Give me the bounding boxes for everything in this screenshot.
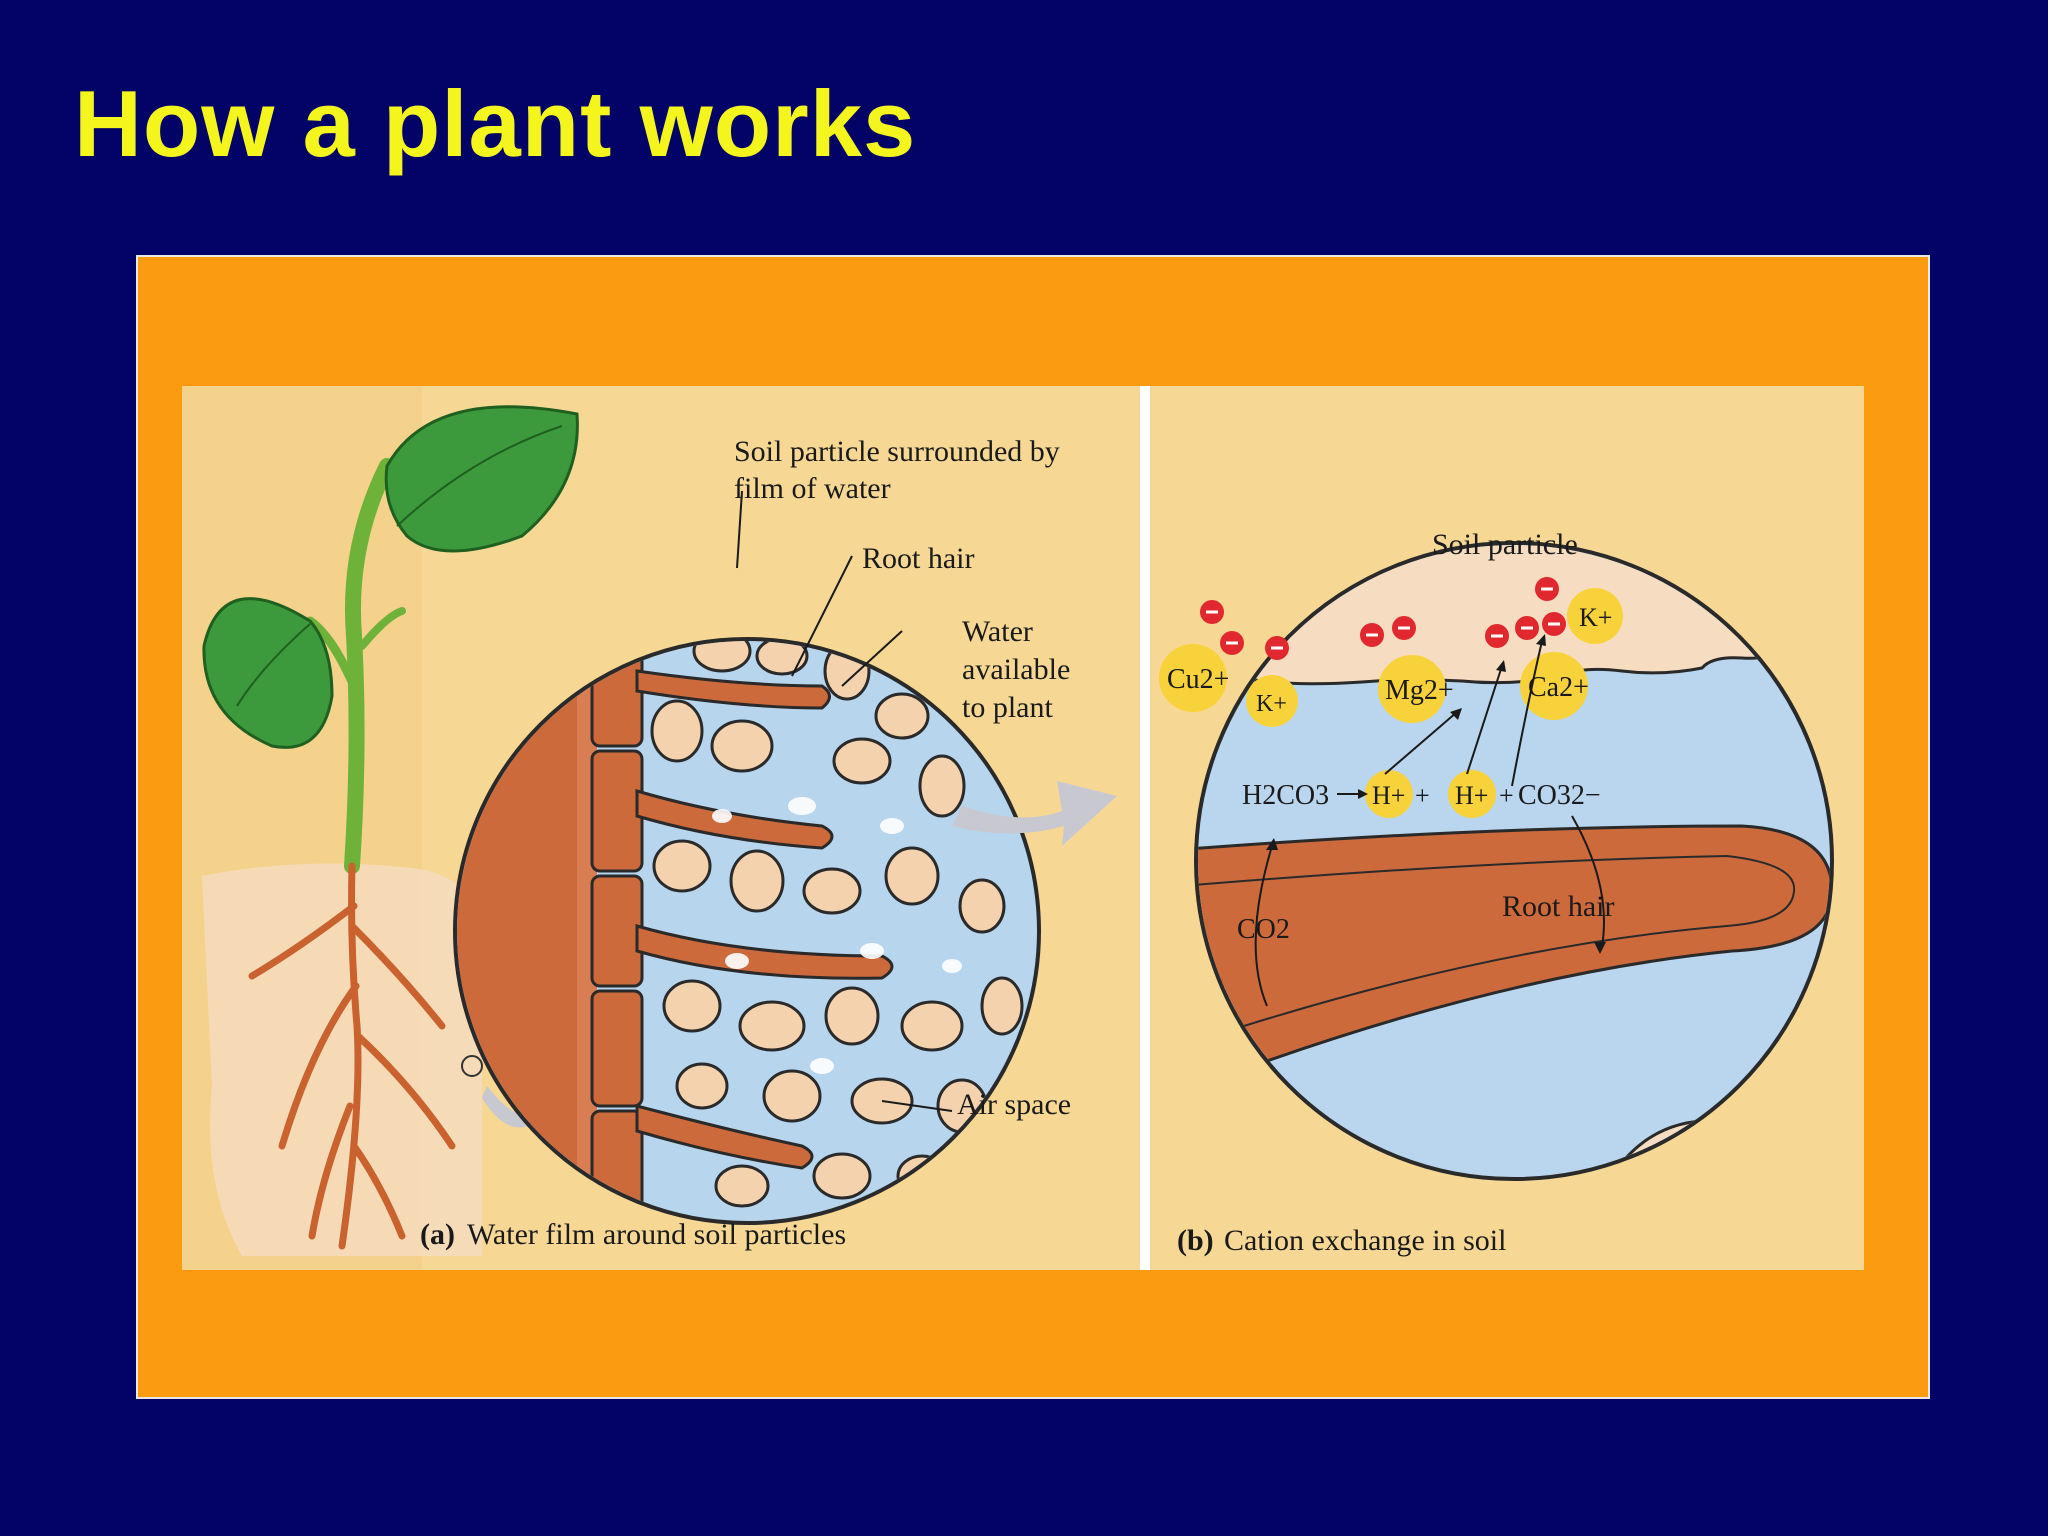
root-hair-b (1198, 824, 1830, 1099)
soil-area (202, 863, 482, 1256)
caption-b-letter: (b) (1177, 1224, 1214, 1257)
magnified-soil-circle (453, 637, 1041, 1225)
figure-image: Soil particle surrounded by film of wate… (182, 386, 1864, 1270)
eq-plus-1: + (1415, 781, 1430, 810)
label-water-line1: Water (962, 615, 1033, 648)
leaf-top (384, 405, 579, 553)
ion-cu: Cu2+ (1167, 664, 1229, 695)
panel-divider (1140, 386, 1150, 1270)
roots (248, 862, 456, 1250)
label-water-line3: to plant (962, 691, 1053, 724)
negative-charges (1200, 577, 1566, 660)
eq-co3: CO32− (1518, 780, 1601, 811)
ion-k-top: K+ (1579, 603, 1612, 632)
label-root-hair-a: Root hair (862, 542, 975, 575)
eq-h-plus-1: H+ (1372, 781, 1405, 810)
leaf-left (202, 597, 334, 749)
eq-plus-2: + (1499, 781, 1514, 810)
ion-ca: Ca2+ (1528, 672, 1589, 703)
eq-h2co3: H2CO3 (1242, 780, 1329, 811)
panel-a: Soil particle surrounded by film of wate… (202, 405, 1117, 1256)
caption-b-text: Cation exchange in soil (1224, 1224, 1506, 1257)
stem (344, 458, 395, 874)
ion-mg: Mg2+ (1385, 675, 1454, 706)
slide-title: How a plant works (74, 71, 917, 176)
label-soil-particle-b: Soil particle (1432, 528, 1578, 561)
caption-a-text: Water film around soil particles (467, 1218, 846, 1251)
label-soil-particle-line1: Soil particle surrounded by (734, 435, 1060, 468)
label-soil-particle-line2: film of water (734, 472, 891, 505)
ion-k-mid: K+ (1256, 691, 1287, 717)
label-air-space: Air space (957, 1088, 1071, 1121)
caption-a-letter: (a) (420, 1218, 455, 1251)
eq-h-plus-2: H+ (1455, 781, 1488, 810)
label-root-hair-b: Root hair (1502, 890, 1615, 923)
label-co2: CO2 (1237, 914, 1290, 945)
zoom-arrow-b (952, 781, 1117, 846)
cation-ions (1159, 588, 1623, 818)
label-water-line2: available (962, 653, 1070, 686)
